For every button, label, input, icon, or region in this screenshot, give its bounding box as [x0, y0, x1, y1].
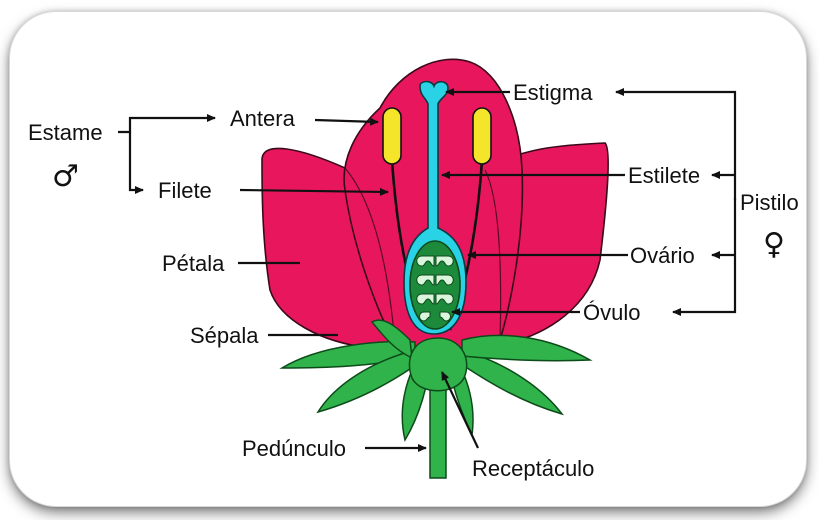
estame-bracket [118, 118, 215, 132]
receptacle-shape [409, 338, 466, 391]
label-receptaculo: Receptáculo [472, 456, 594, 481]
label-pistilo: Pistilo [740, 190, 799, 215]
label-estilete: Estilete [628, 163, 700, 188]
anther-right [473, 108, 491, 164]
pistilo-bracket-ovulo [673, 262, 735, 312]
male-symbol: ♂ [52, 159, 79, 194]
peduncle [430, 380, 446, 478]
ovary-cavity [410, 241, 460, 329]
label-antera: Antera [230, 106, 296, 131]
label-sepala: Sépala [190, 323, 259, 348]
anther-left [383, 108, 401, 164]
sepal-far-right [462, 335, 590, 360]
label-filete: Filete [158, 178, 212, 203]
female-symbol: ♀ [763, 227, 785, 262]
label-estigma: Estigma [513, 80, 593, 105]
label-ovulo: Óvulo [583, 300, 640, 325]
estame-bracket-lower [130, 132, 143, 190]
label-estame: Estame [28, 120, 103, 145]
label-pedunculo: Pedúnculo [242, 436, 346, 461]
label-petala: Pétala [162, 251, 225, 276]
label-ovario: Ovário [630, 243, 695, 268]
